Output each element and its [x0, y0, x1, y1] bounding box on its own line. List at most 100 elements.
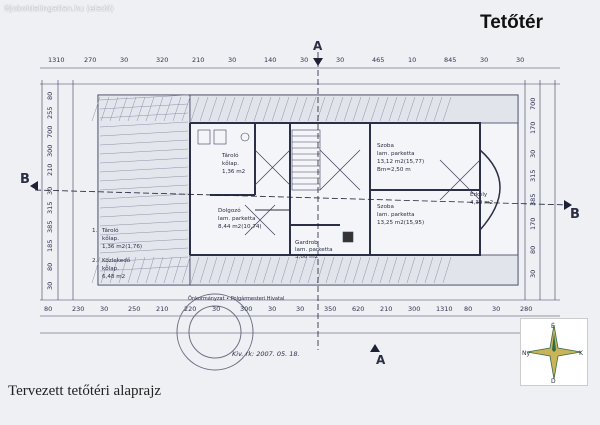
dimension-label-right: 170 — [529, 122, 537, 134]
dimension-label-top: 210 — [192, 56, 204, 64]
dimension-label-top: 845 — [444, 56, 456, 64]
dimension-label-top: 140 — [264, 56, 276, 64]
dimension-label-left: 385 — [46, 221, 54, 233]
svg-text:1,36 m2: 1,36 m2 — [222, 169, 245, 175]
dimension-label-bottom: 30 — [212, 305, 220, 313]
dimension-label-left: 300 — [46, 145, 54, 157]
staircase — [291, 129, 321, 191]
dimension-label-top: 1310 — [48, 56, 65, 64]
dimension-label-left: 30 — [46, 187, 54, 195]
dimension-label-left: 315 — [46, 202, 54, 214]
balcony-outline — [479, 149, 501, 231]
svg-text:1,36 m2(1,76): 1,36 m2(1,76) — [102, 244, 142, 250]
section-arrows — [30, 58, 572, 352]
legend-item-2: 2. Közlekedő kőlap. 6,48 m2 — [92, 258, 131, 280]
roof-hatching — [91, 94, 452, 284]
dimension-label-top: 30 — [336, 56, 344, 64]
dimension-label-right: 385 — [529, 194, 537, 206]
room-szoba-1: Szoba lam. parketta 13,12 m2(15,77) Bm=2… — [377, 143, 424, 173]
dimension-label-left: 30 — [46, 282, 54, 290]
dimension-label-left: 80 — [46, 263, 54, 271]
dimension-label-top: 30 — [120, 56, 128, 64]
svg-text:8,44 m2(10,74): 8,44 m2(10,74) — [218, 224, 262, 230]
page-title: Tetőtér — [480, 12, 543, 33]
dimension-label-left: 185 — [46, 240, 54, 252]
svg-text:lam. parketta: lam. parketta — [377, 151, 415, 157]
room-tarolo: Tároló kőlap. 1,36 m2 — [221, 152, 245, 175]
dimension-label-left: 80 — [46, 92, 54, 100]
section-lines — [34, 52, 571, 350]
right-dimensions: 700 170 30 315 385 170 80 30 — [529, 98, 537, 278]
dimension-label-bottom: 210 — [380, 305, 392, 313]
dimension-label-right: 30 — [529, 150, 537, 158]
svg-text:Tároló: Tároló — [101, 227, 119, 234]
svg-text:lam. parketta: lam. parketta — [295, 247, 333, 253]
svg-text:Közlekedő: Közlekedő — [102, 258, 131, 264]
dimension-label-right: 700 — [529, 98, 537, 110]
svg-text:Szoba: Szoba — [377, 143, 394, 149]
dimension-label-bottom: 300 — [240, 305, 252, 313]
svg-text:Bm=2,50 m: Bm=2,50 m — [377, 167, 411, 173]
compass-north: É — [551, 322, 555, 330]
dimension-label-bottom: 210 — [156, 305, 168, 313]
dimension-label-right: 170 — [529, 218, 537, 230]
walls — [189, 122, 481, 256]
dimension-label-top: 30 — [516, 56, 524, 64]
compass-icon: É D K Ny — [522, 322, 584, 385]
dimension-label-right: 30 — [529, 270, 537, 278]
dimension-label-right: 80 — [529, 246, 537, 254]
svg-text:Gardrob: Gardrob — [295, 240, 318, 246]
room-dolgozo: Dolgozó lam. parketta 8,44 m2(10,74) — [218, 207, 262, 230]
compass-south: D — [551, 378, 556, 385]
dimension-label-bottom: 1310 — [436, 305, 453, 313]
dimension-label-bottom: 80 — [44, 305, 52, 313]
svg-text:kőlap.: kőlap. — [102, 236, 119, 242]
svg-text:3,00 m2: 3,00 m2 — [295, 254, 318, 260]
dimension-label-bottom: 620 — [352, 305, 364, 313]
svg-text:kőlap.: kőlap. — [222, 161, 239, 167]
svg-text:6,48 m2: 6,48 m2 — [102, 274, 125, 280]
stamp-ring-text: Önkormányzat • Polgármesteri Hivatal — [188, 295, 284, 302]
svg-text:4,32 m2: 4,32 m2 — [470, 200, 493, 206]
plan-caption: Tervezett tetőtéri alaprajz — [8, 383, 162, 399]
room-gardrob: Gardrob lam. parketta 3,00 m2 — [295, 240, 333, 260]
svg-text:Erkély: Erkély — [470, 191, 488, 198]
section-mark-b-left: B — [20, 172, 30, 187]
svg-text:lam. parketta: lam. parketta — [218, 216, 256, 222]
dimension-label-top: 10 — [408, 56, 416, 64]
svg-text:Tároló: Tároló — [221, 152, 239, 159]
dimension-label-top: 270 — [84, 56, 96, 64]
svg-text:kőlap.: kőlap. — [102, 266, 119, 272]
dimension-label-bottom: 230 — [72, 305, 84, 313]
dimension-label-top: 30 — [228, 56, 236, 64]
dimension-label-bottom: 30 — [268, 305, 276, 313]
section-mark-a-bottom: A — [376, 353, 386, 367]
dimension-label-bottom: 300 — [408, 305, 420, 313]
dimension-label-bottom: 30 — [100, 305, 108, 313]
svg-text:1.: 1. — [92, 228, 98, 234]
compass-rose: É D K Ny — [520, 318, 588, 386]
room-erkely: Erkély 4,32 m2 — [470, 191, 493, 206]
bathroom-fixtures — [197, 129, 354, 243]
compass-east: K — [579, 350, 584, 357]
dimension-label-top: 320 — [156, 56, 168, 64]
svg-text:lam. parketta: lam. parketta — [377, 212, 415, 218]
approval-stamp — [176, 293, 254, 371]
svg-text:13,12 m2(15,77): 13,12 m2(15,77) — [377, 159, 424, 165]
dimension-label-top: 465 — [372, 56, 384, 64]
svg-text:Szoba: Szoba — [377, 204, 394, 210]
svg-text:13,25 m2(15,95): 13,25 m2(15,95) — [377, 220, 424, 226]
dimension-label-left: 210 — [46, 164, 54, 176]
dimension-label-bottom: 80 — [464, 305, 472, 313]
dimension-label-top: 30 — [480, 56, 488, 64]
dimension-label-top: 30 — [300, 56, 308, 64]
dimension-label-bottom: 30 — [296, 305, 304, 313]
room-szoba-2: Szoba lam. parketta 13,25 m2(15,95) — [377, 204, 424, 226]
dimension-label-bottom: 220 — [184, 305, 196, 313]
dimension-label-right: 315 — [529, 170, 537, 182]
dimension-label-left: 255 — [46, 107, 54, 119]
